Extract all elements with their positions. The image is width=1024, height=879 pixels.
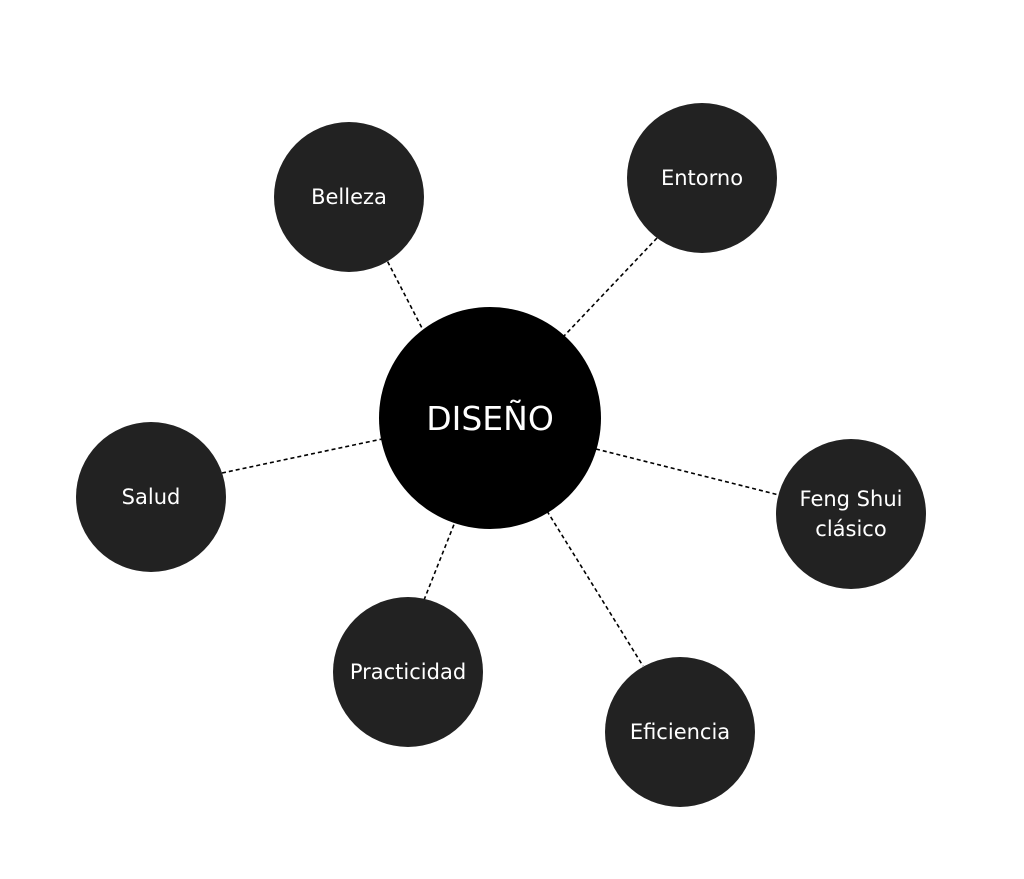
connector-entorno [563, 237, 658, 337]
node-label: Belleza [311, 185, 387, 209]
connector-practicidad [423, 521, 456, 601]
node-practicidad: Practicidad [333, 597, 483, 747]
node-feng-shui: Feng Shui clásico [776, 439, 926, 589]
node-entorno: Entorno [627, 103, 777, 253]
node-salud: Salud [76, 422, 226, 572]
node-label: Feng Shui clásico [799, 487, 903, 541]
center-node-diseno: DISEÑO [379, 307, 601, 529]
connector-eficiencia [546, 510, 644, 667]
node-belleza: Belleza [274, 122, 424, 272]
connector-salud [221, 438, 383, 474]
node-label: Entorno [660, 166, 744, 190]
node-label: Salud [121, 485, 181, 509]
node-label: Practicidad [349, 660, 467, 684]
connector-feng-shui [595, 448, 780, 496]
center-label: DISEÑO [426, 398, 554, 438]
node-label: Eficiencia [629, 720, 731, 744]
node-eficiencia: Eficiencia [605, 657, 755, 807]
